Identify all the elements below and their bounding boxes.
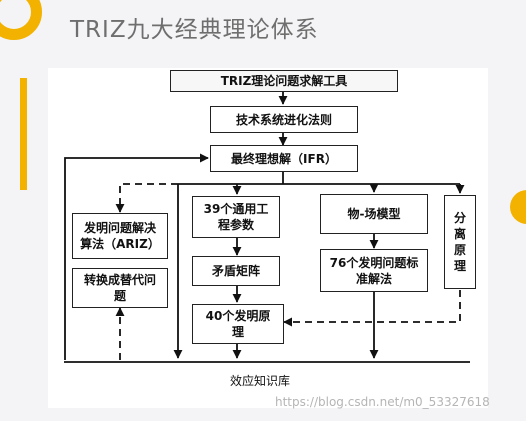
evolution-laws-box: 技术系统进化法则 (210, 106, 358, 133)
ifr-label: 最终理想解（IFR） (231, 151, 337, 166)
su-field-model-box: 物-场模型 (320, 194, 428, 234)
contradiction-matrix-box: 矛盾矩阵 (192, 256, 280, 286)
inventive-principles-box: 40个发明原理 (192, 304, 284, 344)
decorative-bar-left (20, 78, 27, 190)
watermark-text: https://blog.csdn.net/m0_53327618 (275, 395, 490, 409)
decorative-circle-top-left (0, 0, 42, 40)
ariz-label: 发明问题解决算法（ARIZ） (80, 221, 160, 251)
ariz-box: 发明问题解决算法（ARIZ） (72, 213, 168, 259)
slide-title: TRIZ九大经典理论体系 (70, 17, 319, 43)
triz-tools-box: TRIZ理论问题求解工具 (170, 70, 398, 92)
inventive-principles-label: 40个发明原理 (205, 309, 271, 339)
separation-principle-box: 分离原理 (444, 195, 476, 289)
engineering-params-box: 39个通用工程参数 (192, 196, 280, 238)
standard-solutions-label: 76个发明问题标准解法 (329, 255, 419, 286)
su-field-model-label: 物-场模型 (347, 207, 401, 221)
triz-tools-label: TRIZ理论问题求解工具 (220, 74, 348, 88)
decorative-circle-right (510, 190, 526, 224)
separation-principle-label: 分离原理 (453, 211, 466, 273)
convert-problem-box: 转换成替代问题 (72, 268, 168, 308)
standard-solutions-box: 76个发明问题标准解法 (320, 249, 428, 292)
effects-knowledge-base-label: 效应知识库 (229, 374, 290, 388)
evolution-laws-label: 技术系统进化法则 (235, 112, 332, 127)
engineering-params-label: 39个通用工程参数 (203, 202, 269, 232)
ifr-box: 最终理想解（IFR） (210, 145, 358, 172)
convert-problem-label: 转换成替代问题 (83, 273, 156, 303)
contradiction-matrix-label: 矛盾矩阵 (211, 264, 260, 278)
